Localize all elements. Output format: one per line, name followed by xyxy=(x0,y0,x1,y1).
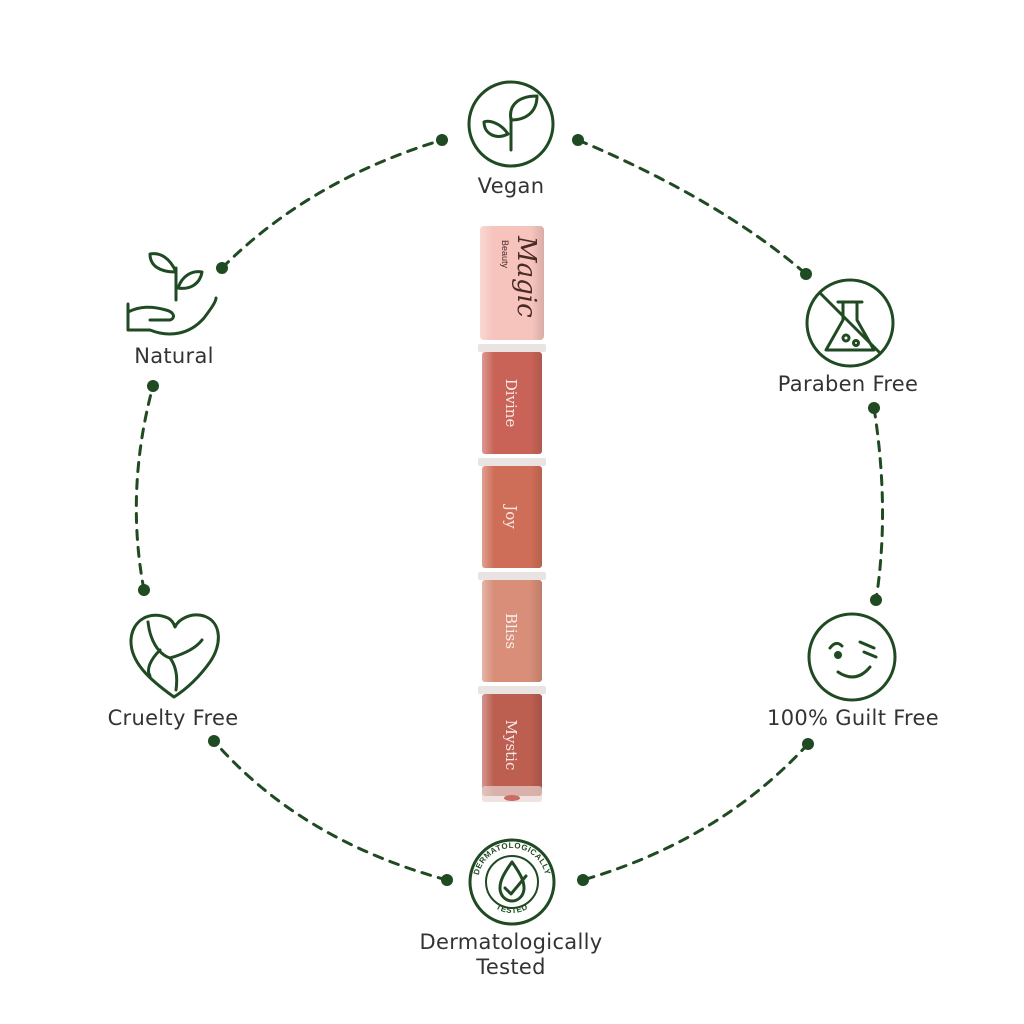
no-flask-icon xyxy=(805,278,895,368)
wink-face-icon xyxy=(807,612,897,702)
ring-dot xyxy=(577,874,589,886)
shade-collar xyxy=(478,572,546,580)
feature-label-guilt-free: 100% Guilt Free xyxy=(767,706,939,730)
shade-collar xyxy=(478,344,546,352)
arc-paraben-guilt xyxy=(872,406,884,602)
ring-dot xyxy=(216,262,228,274)
sprout-circle-icon xyxy=(467,80,555,168)
plant-in-hand-icon xyxy=(126,252,218,336)
ring-dot xyxy=(870,594,882,606)
product-base xyxy=(482,786,542,802)
svg-text:DERMATOLOGICALLY: DERMATOLOGICALLY xyxy=(472,841,552,876)
shade-name: Joy xyxy=(502,503,520,529)
ring-dot xyxy=(208,735,220,747)
badge-bottom-text: TESTED xyxy=(495,902,529,915)
feature-label-line1: Dermatologically xyxy=(419,930,603,954)
svg-text:TESTED: TESTED xyxy=(495,902,530,915)
feature-label-line2: Tested xyxy=(476,955,546,980)
arc-guilt-derm xyxy=(581,742,810,882)
arc-derm-cruelty xyxy=(212,739,449,882)
bunny-heart-icon xyxy=(129,613,220,699)
shade-shine xyxy=(482,466,542,568)
feature-label-cruelty-free: Cruelty Free xyxy=(107,706,239,730)
feature-label-vegan: Vegan xyxy=(477,174,545,198)
feature-label-paraben-free: Paraben Free xyxy=(777,372,919,396)
ring-dot xyxy=(138,584,150,596)
ring-dot xyxy=(868,402,880,414)
product-brand: Magic xyxy=(511,235,541,318)
product-brand-sub: Beauty xyxy=(500,240,510,269)
shade-shine xyxy=(482,694,542,796)
feature-label-dermatologically-tested: Dermatologically Tested xyxy=(391,930,631,980)
shade-name: Bliss xyxy=(502,613,520,649)
shade-collar xyxy=(478,686,546,694)
arc-cruelty-natural xyxy=(134,384,155,592)
ring-dot xyxy=(441,874,453,886)
feature-label-natural: Natural xyxy=(134,344,214,368)
badge-top-text: DERMATOLOGICALLY xyxy=(472,841,552,876)
shade-collar xyxy=(478,458,546,466)
ring-dot xyxy=(436,134,448,146)
shade-shine xyxy=(482,352,542,454)
ring-dot xyxy=(572,134,584,146)
arc-vegan-paraben xyxy=(576,138,808,276)
ring-dot xyxy=(800,268,812,280)
ring-dot xyxy=(802,738,814,750)
derm-tested-badge-icon xyxy=(468,838,556,926)
arc-natural-vegan xyxy=(220,138,444,270)
shade-shine xyxy=(482,580,542,682)
shade-name: Mystic xyxy=(502,720,520,771)
ring-dot xyxy=(147,380,159,392)
shade-name: Divine xyxy=(502,379,520,428)
